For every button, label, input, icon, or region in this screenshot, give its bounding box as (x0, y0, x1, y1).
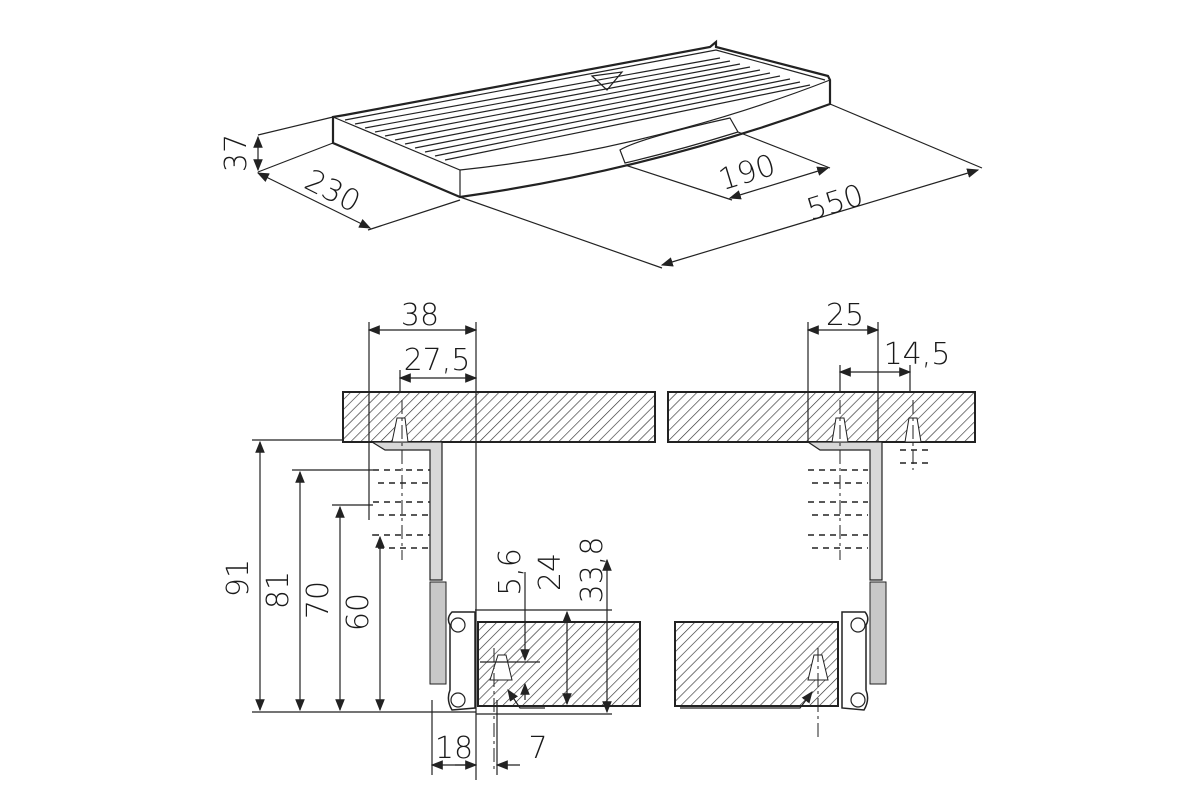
runner-profile (841, 611, 869, 711)
dim-18-label: 18 (435, 731, 473, 766)
left-section-view: 38 27,5 91 81 70 60 5,6 24 33,8 18 (221, 298, 656, 780)
dim-91-label: 91 (221, 559, 256, 597)
dim-7-label: 7 (528, 731, 547, 766)
tray-isometric-view: 37 230 190 550 (219, 39, 983, 269)
dim-length-label: 550 (803, 178, 868, 228)
runner-profile (447, 611, 476, 711)
rail-left (429, 581, 447, 685)
dim-70-label: 70 (301, 581, 336, 619)
mounting-bracket (369, 441, 443, 581)
dim-5-6-label: 5,6 (493, 548, 528, 596)
rail-right (869, 581, 887, 685)
tray-notch (590, 71, 624, 91)
dim-handle-label: 190 (715, 148, 780, 198)
top-board-right (667, 391, 976, 443)
dim-81-label: 81 (261, 571, 296, 609)
bottom-board-left (477, 621, 641, 707)
dim-height-label: 37 (219, 134, 254, 172)
right-section-view: 25 14,5 (667, 298, 976, 740)
screw-icon (489, 654, 513, 681)
tray-outline (331, 39, 832, 199)
dim-38-label: 38 (401, 298, 439, 333)
dim-27-5-label: 27,5 (404, 343, 471, 378)
dim-24-label: 24 (533, 553, 568, 591)
dim-33-8-label: 33,8 (575, 537, 610, 604)
dim-60-label: 60 (341, 593, 376, 631)
top-board-left (342, 391, 656, 443)
tray-ribs (354, 57, 811, 161)
dim-depth-label: 230 (299, 163, 366, 220)
mounting-bracket (806, 441, 883, 581)
dim-14-5-label: 14,5 (884, 337, 951, 372)
dim-25-label: 25 (826, 298, 864, 333)
